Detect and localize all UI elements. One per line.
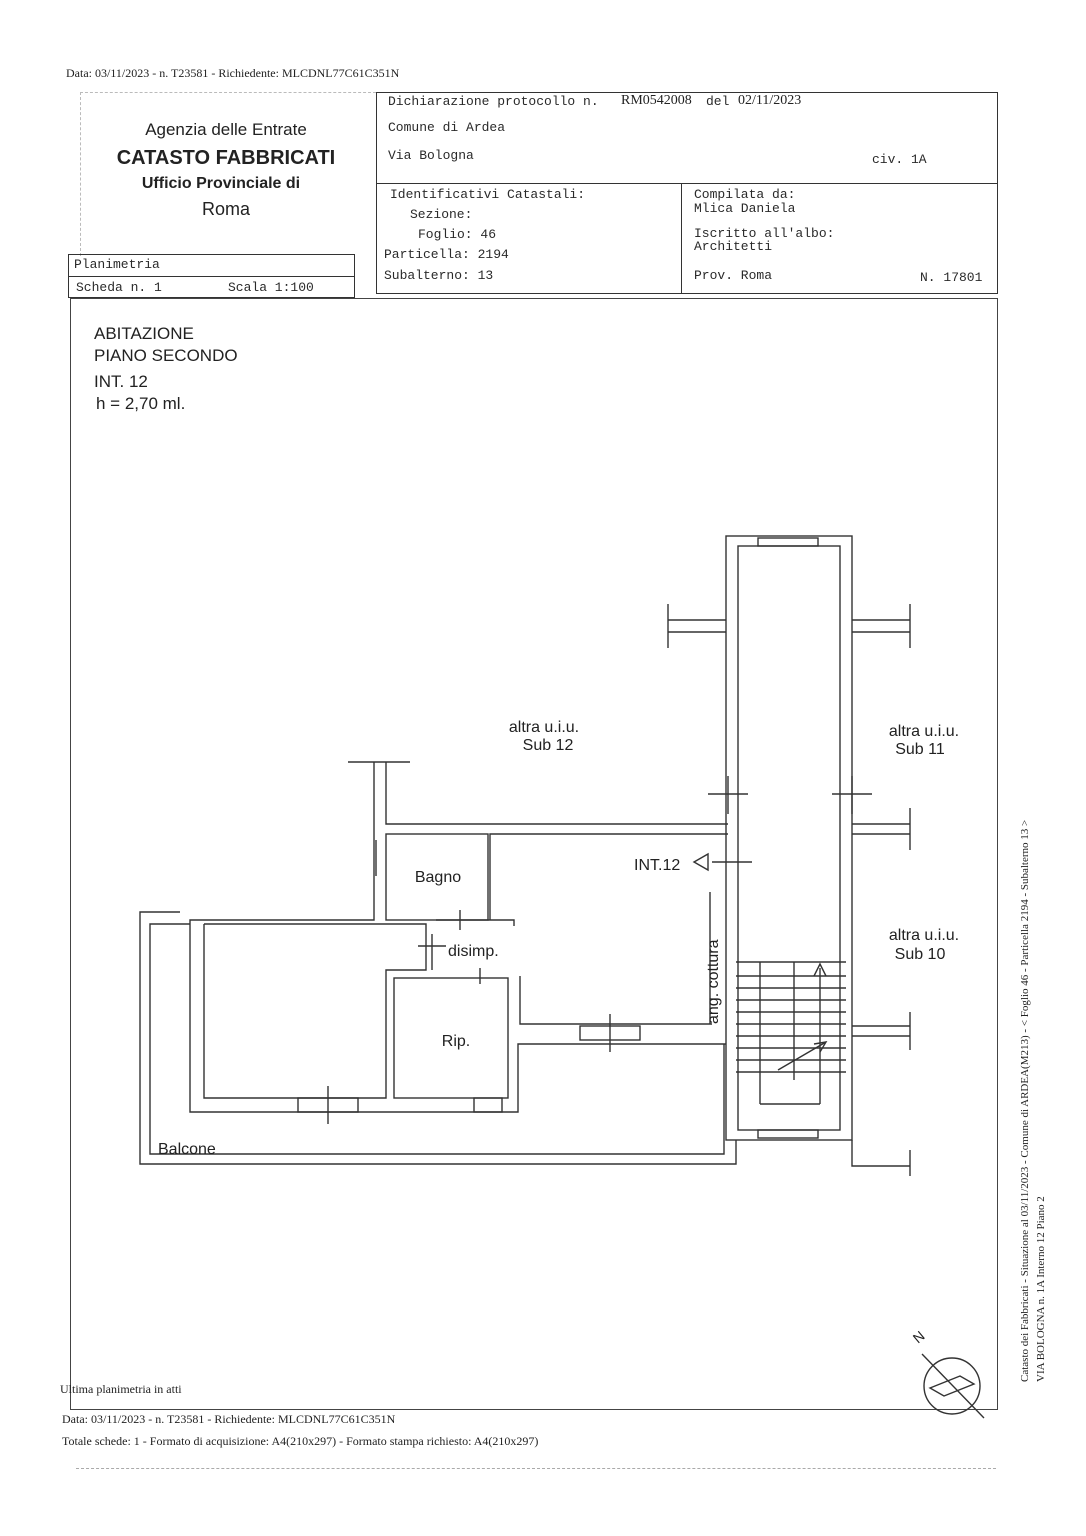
iscritto-label: Iscritto all'albo: — [694, 226, 835, 241]
drawing-frame — [70, 298, 998, 1410]
street: Via Bologna — [388, 148, 474, 163]
catasto-title: CATASTO FABBRICATI — [116, 147, 336, 169]
disimp-label: disimp. — [448, 943, 499, 960]
sub11-label-a: altra u.i.u. — [889, 723, 959, 740]
bagno-label: Bagno — [415, 869, 461, 886]
protocol-number: RM0542008 — [621, 93, 692, 108]
ang-cottura-label: ang. cottura — [705, 939, 722, 1024]
protocol-date: 02/11/2023 — [738, 93, 802, 108]
sub10-label-b: Sub 10 — [895, 946, 946, 963]
foglio: Foglio: 46 — [418, 227, 497, 242]
footer-last-plan: Ultima planimetria in atti — [60, 1382, 182, 1396]
openings — [297, 776, 872, 1124]
sub12-label-b: Sub 12 — [523, 737, 574, 754]
header-frame-left — [80, 92, 376, 256]
compilata-box — [681, 183, 998, 294]
int12-label: INT.12 — [634, 857, 680, 874]
stairwell-outer-wall — [725, 535, 853, 1141]
civic-number: civ. 1A — [872, 152, 927, 167]
stairwell-window-bottom — [757, 1129, 819, 1139]
subalterno: Subalterno: 13 — [384, 268, 494, 283]
apartment-wall-kitchen — [489, 833, 728, 920]
del-label: del — [706, 94, 730, 109]
rip-label: Rip. — [442, 1033, 470, 1050]
balcone-inner — [149, 923, 725, 1155]
compilata-name: Mlica Daniela — [694, 201, 796, 216]
office-city: Roma — [201, 199, 250, 219]
entrance-arrow — [692, 852, 709, 872]
agency-name: Agenzia delle Entrate — [145, 120, 307, 139]
balcone-label: Balcone — [158, 1141, 216, 1158]
sub12-label-a: altra u.i.u. — [509, 719, 579, 736]
particella: Particella: 2194 — [384, 247, 509, 262]
side-text-address: VIA BOLOGNA n. 1A Interno 12 Piano 2 — [1035, 1196, 1047, 1382]
plan-interno: INT. 12 — [94, 372, 148, 391]
north-label: N — [910, 1328, 928, 1347]
side-text-catasto: Catasto dei Fabbricati - Situazione al 0… — [1019, 820, 1031, 1382]
scale: Scala 1:100 — [228, 280, 314, 295]
office-label: Ufficio Provinciale di — [141, 175, 301, 192]
plan-floor: PIANO SECONDO — [94, 346, 238, 365]
rip-wall — [393, 977, 509, 1099]
footer-request-info: Data: 03/11/2023 - n. T23581 - Richieden… — [62, 1412, 396, 1426]
kitchen-bottom-wall — [519, 976, 712, 1025]
apartment-outer-wall — [189, 762, 726, 1113]
sezione: Sezione: — [410, 207, 473, 222]
identificativi-title: Identificativi Catastali: — [390, 187, 586, 202]
apartment-wall-top — [385, 762, 728, 825]
stair-steps — [736, 961, 846, 1105]
scheda-number: Scheda n. 1 — [76, 280, 162, 295]
province: Prov. Roma — [694, 268, 773, 283]
planimetria-label: Planimetria — [74, 257, 160, 272]
footer-rule — [76, 1468, 996, 1469]
request-info-top: Data: 03/11/2023 - n. T23581 - Richieden… — [66, 66, 400, 80]
sub10-label-a: altra u.i.u. — [889, 927, 959, 944]
disimp-wall — [436, 919, 515, 926]
albo-number: N. 17801 — [920, 270, 983, 285]
plan-type: ABITAZIONE — [94, 324, 194, 343]
albo-name: Architetti — [694, 239, 773, 254]
scheda-box — [68, 276, 355, 298]
neighbour-wall-bottom-right — [851, 1140, 910, 1167]
bedroom-wall — [203, 923, 427, 1099]
compilata-label: Compilata da: — [694, 187, 796, 202]
comune: Comune di Ardea — [388, 120, 506, 135]
balcone-outline — [139, 911, 737, 1165]
plan-height: h = 2,70 ml. — [96, 394, 186, 413]
protocol-label: Dichiarazione protocollo n. — [388, 94, 599, 109]
north-compass-icon — [921, 1353, 985, 1419]
sub11-label-b: Sub 11 — [895, 741, 945, 758]
stairwell-window-top — [757, 537, 819, 547]
footer-format-info: Totale schede: 1 - Formato di acquisizio… — [62, 1434, 539, 1448]
